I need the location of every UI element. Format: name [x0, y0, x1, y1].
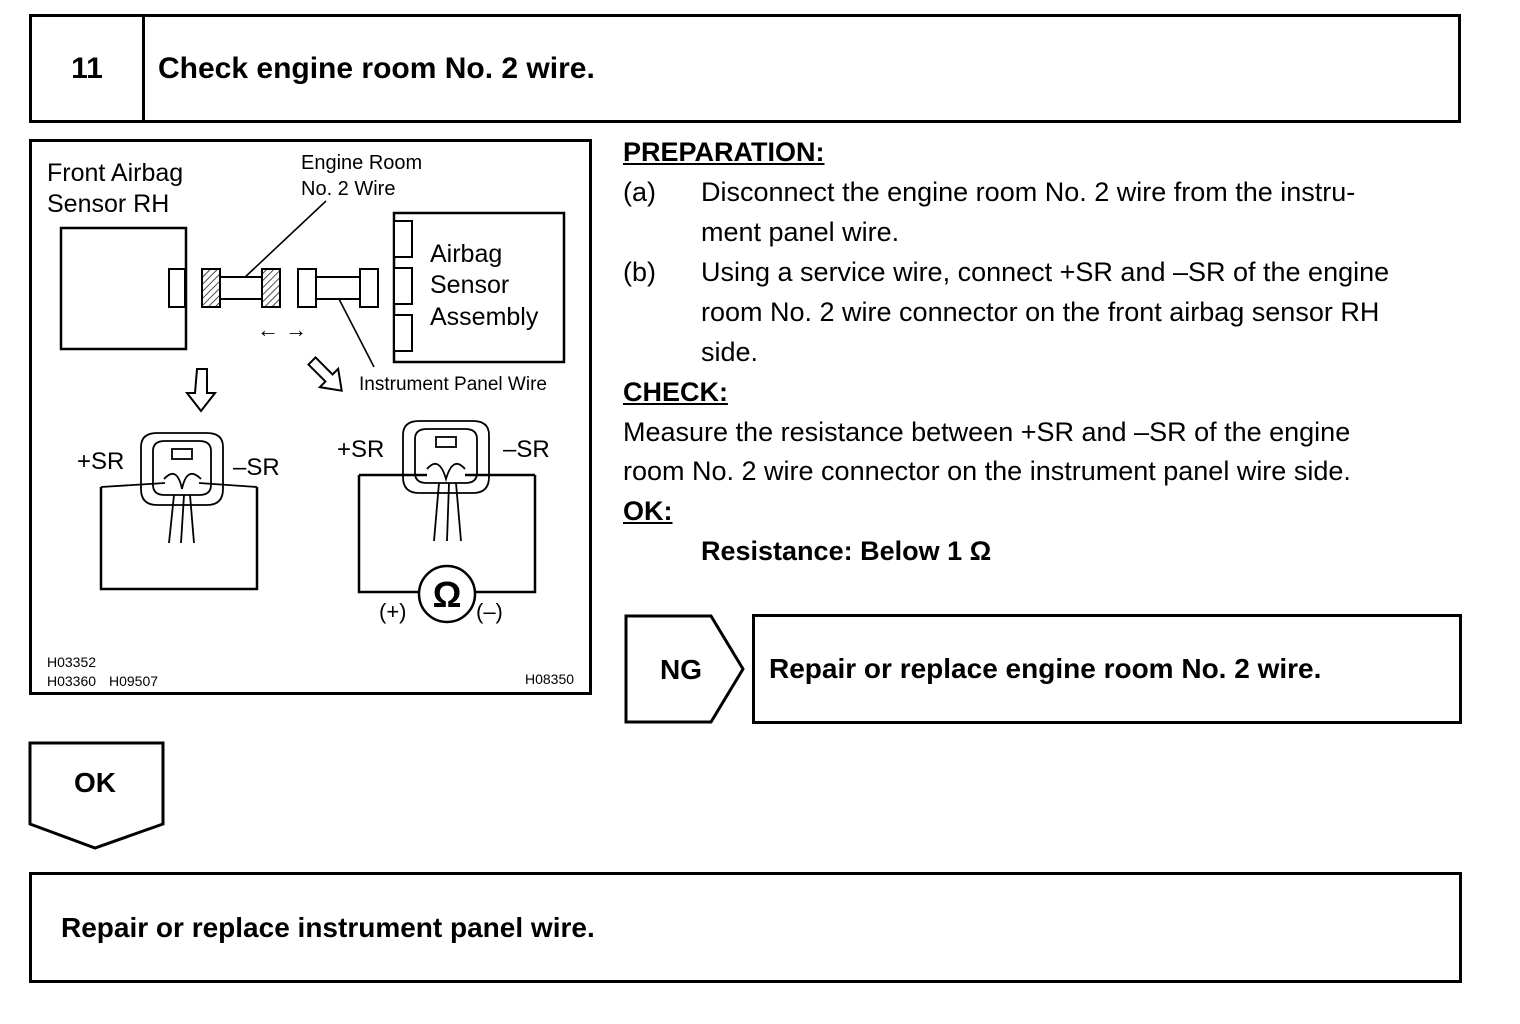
check-heading: CHECK: — [623, 377, 728, 407]
figure-code-2: H03360 — [47, 673, 96, 689]
instrument-wire-body — [315, 276, 361, 300]
instrument-wire-connector-left — [297, 268, 317, 308]
airbag-sensor-label-2: Sensor — [430, 271, 509, 299]
airbag-sensor-label-1: Airbag — [430, 240, 502, 268]
preparation-heading: PREPARATION: — [623, 137, 825, 167]
left-connector-illustration — [100, 432, 258, 544]
front-airbag-sensor-label-2: Sensor RH — [47, 190, 169, 218]
arrow-diagonal-icon — [307, 356, 343, 392]
ok-arrow-tag: OK — [28, 741, 165, 850]
check-line2: room No. 2 wire connector on the instrum… — [623, 456, 1351, 486]
front-airbag-sensor-block — [59, 226, 188, 351]
ng-label: NG — [660, 654, 702, 685]
front-airbag-sensor-label-1: Front Airbag — [47, 159, 183, 187]
meter-lead-right — [475, 475, 537, 594]
step-number: 11 — [71, 51, 103, 85]
assembly-connector-2 — [393, 267, 413, 305]
sensor-connector — [168, 268, 186, 308]
engine-wire-connector-right — [261, 268, 281, 308]
item-a-label: (a) — [623, 177, 656, 207]
item-b-line3: side. — [701, 337, 759, 367]
airbag-sensor-assembly-block — [392, 211, 566, 364]
engine-wire-body — [219, 276, 263, 300]
engine-room-wire-label-1: Engine Room — [301, 152, 422, 174]
ng-arrow-tag: NG — [624, 614, 745, 724]
ng-result-text: Repair or replace engine room No. 2 wire… — [769, 653, 1322, 684]
figure-code-1: H03352 — [47, 654, 96, 670]
right-minus-sr-label: –SR — [503, 436, 550, 463]
meter-plus-label: (+) — [379, 599, 407, 624]
ok-heading: OK: — [623, 496, 673, 526]
figure-code-4: H08350 — [525, 671, 574, 687]
ok-result-box: Repair or replace instrument panel wire. — [29, 872, 1462, 983]
ng-result-box: Repair or replace engine room No. 2 wire… — [752, 614, 1462, 724]
ok-value: Resistance: Below 1 Ω — [701, 536, 992, 566]
ohm-symbol: Ω — [433, 574, 462, 615]
item-b-line2: room No. 2 wire connector on the front a… — [701, 297, 1380, 327]
step-title: Check engine room No. 2 wire. — [158, 51, 595, 85]
engine-room-wire-leader — [242, 200, 327, 280]
disconnect-arrows: ← → — [257, 317, 307, 342]
step-header: 11 Check engine room No. 2 wire. — [29, 14, 1461, 123]
ohmmeter-icon — [417, 564, 477, 624]
airbag-sensor-label-3: Assembly — [430, 303, 539, 331]
meter-lead-left — [357, 475, 419, 594]
wiring-diagram: Front Airbag Sensor RH Engine Room No. 2… — [29, 139, 592, 695]
item-b-line1: Using a service wire, connect +SR and –S… — [701, 257, 1390, 287]
instrument-panel-wire-label: Instrument Panel Wire — [359, 374, 547, 395]
left-plus-sr-label: +SR — [77, 448, 124, 475]
instrument-wire-leader — [338, 298, 375, 368]
item-b-label: (b) — [623, 257, 656, 287]
ok-label: OK — [74, 767, 116, 798]
right-plus-sr-label: +SR — [337, 436, 384, 463]
assembly-connector-3 — [393, 314, 413, 352]
check-line1: Measure the resistance between +SR and –… — [623, 417, 1351, 447]
item-a-line2: ment panel wire. — [701, 217, 900, 247]
arrow-down-left-icon — [184, 368, 218, 413]
service-wire-loop — [99, 487, 259, 591]
item-a-line1: Disconnect the engine room No. 2 wire fr… — [701, 177, 1356, 207]
figure-code-3: H09507 — [109, 673, 158, 689]
engine-room-wire-label-2: No. 2 Wire — [301, 178, 395, 200]
meter-minus-label: (–) — [476, 599, 503, 624]
instrument-wire-connector-right — [359, 268, 379, 308]
left-minus-sr-label: –SR — [233, 454, 280, 481]
ok-result-text: Repair or replace instrument panel wire. — [61, 911, 595, 943]
assembly-connector-1 — [393, 220, 413, 258]
step-divider — [142, 17, 145, 120]
engine-wire-connector-left — [201, 268, 221, 308]
